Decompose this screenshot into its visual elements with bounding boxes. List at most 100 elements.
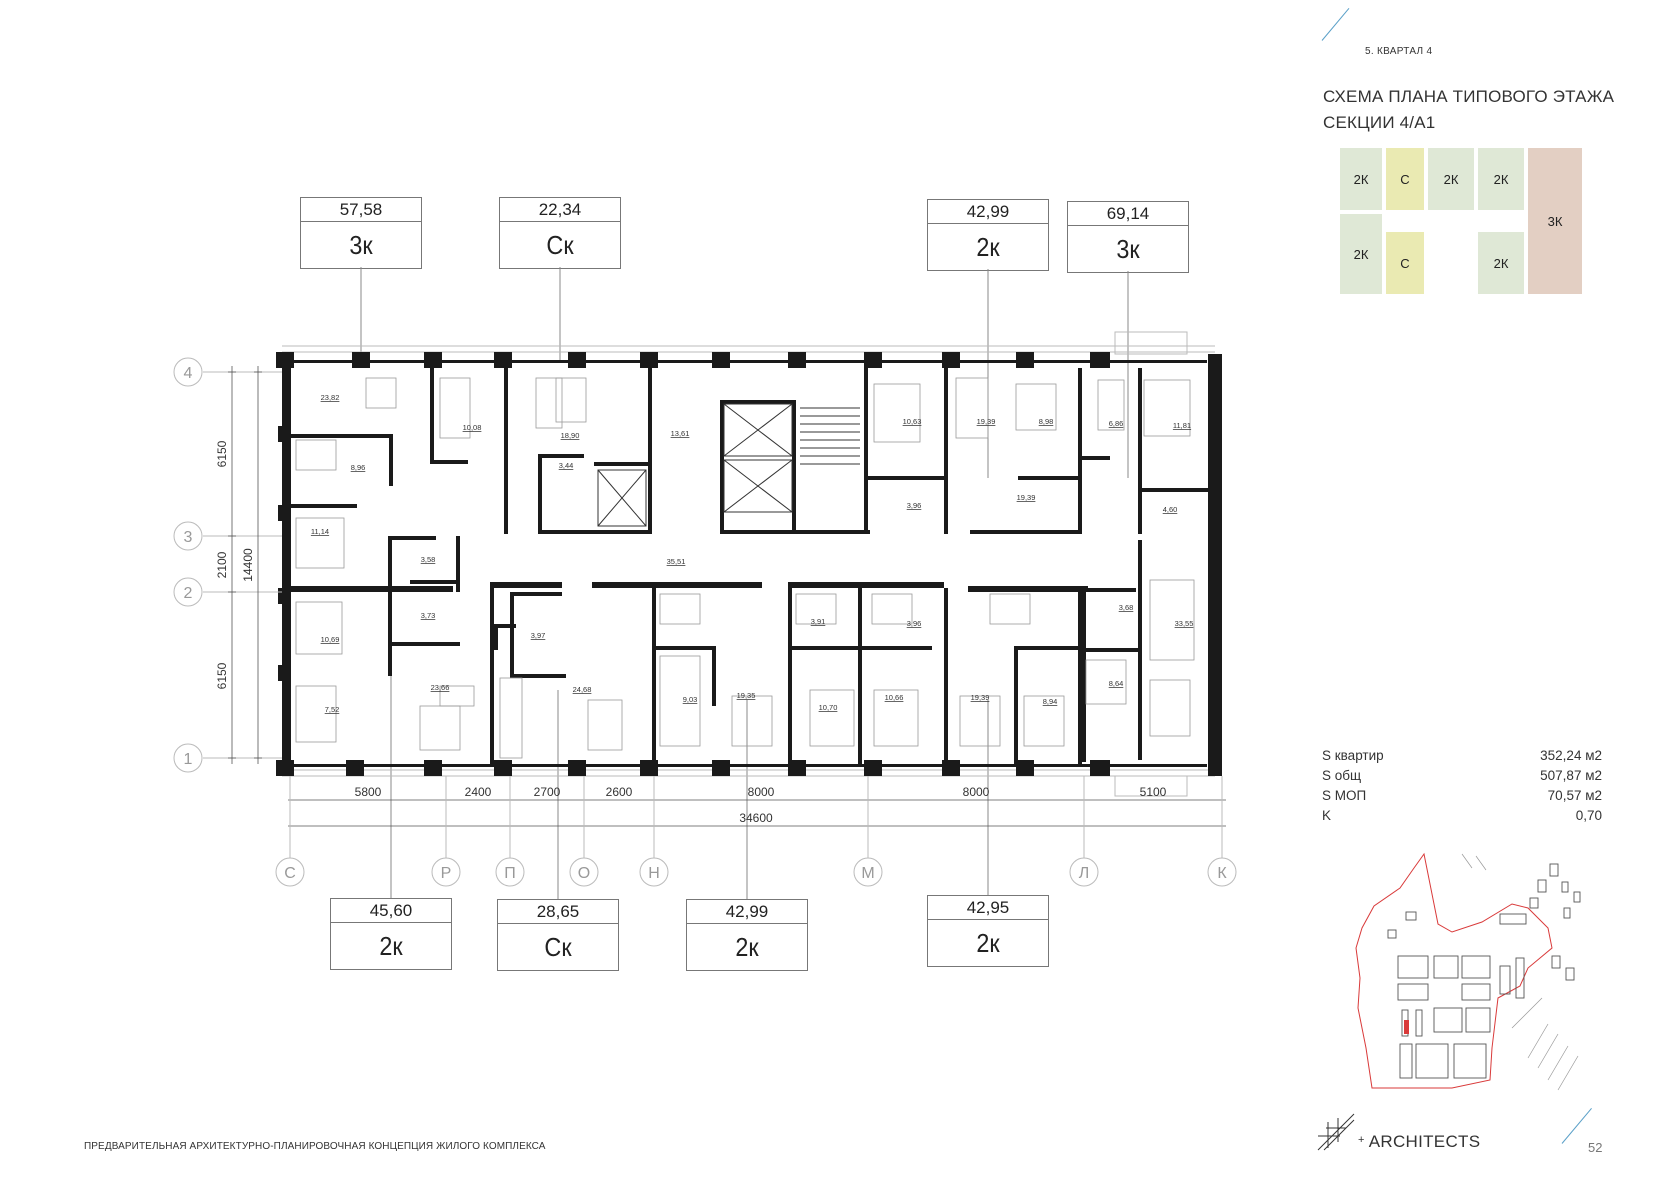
dimension-labels-left: 6150 2100 6150 14400 — [215, 440, 255, 689]
axis-label: 1 — [184, 751, 193, 768]
dimension-label: 6150 — [215, 662, 229, 689]
room-area: 35,51 — [667, 557, 686, 566]
apartment-area: 69,14 — [1068, 202, 1188, 226]
room-area: 11,14 — [311, 527, 329, 536]
room-area: 3,68 — [1119, 603, 1134, 612]
site-context-lines — [1461, 853, 1579, 1091]
apartment-type: 3к — [349, 230, 373, 260]
brand-name: ARCHITECTS — [1368, 1132, 1481, 1151]
apartment-type: 2к — [976, 928, 1000, 958]
dimension-label: 6150 — [215, 440, 229, 467]
axis-label: 3 — [184, 529, 193, 546]
apartment-area: 45,60 — [331, 899, 451, 923]
axis-label: Л — [1079, 865, 1090, 882]
dimension-label: 2400 — [465, 785, 492, 799]
apartment-area: 28,65 — [498, 900, 618, 924]
unit-key-cell: С — [1386, 232, 1424, 294]
current-section-highlight — [1404, 1020, 1409, 1034]
axis-label: К — [1217, 865, 1227, 882]
room-area: 3,44 — [559, 461, 574, 470]
dimension-label: 2700 — [534, 785, 561, 799]
site-plan-minimap — [1355, 852, 1581, 1091]
dimension-lines-left — [228, 366, 262, 764]
interior-walls — [287, 368, 1210, 764]
architects-logo-icon — [1317, 1113, 1355, 1151]
room-area: 8,94 — [1043, 697, 1058, 706]
columns — [276, 352, 1110, 776]
apartment-area: 42,99 — [928, 200, 1048, 224]
axis-labels-left: 4 3 2 1 — [184, 365, 193, 768]
section-number: 5. КВАРТАЛ 4 — [1365, 46, 1433, 57]
page-number: 52 — [1588, 1140, 1603, 1155]
apartment-area: 57,58 — [301, 198, 421, 222]
room-area: 19,39 — [1017, 493, 1036, 502]
room-area: 13,61 — [671, 429, 690, 438]
room-area: 19,35 — [737, 691, 756, 700]
room-area: 11,81 — [1173, 421, 1191, 430]
axis-label: О — [578, 865, 590, 882]
sheet-title: СХЕМА ПЛАНА ТИПОВОГО ЭТАЖА СЕКЦИИ 4/А1 — [1323, 84, 1663, 136]
dimension-label: 8000 — [748, 785, 775, 799]
grid-axes-bottom — [275, 776, 1237, 887]
room-area: 3,58 — [421, 555, 436, 564]
room-area: 18,90 — [561, 431, 580, 440]
apartment-type: 2к — [976, 232, 1000, 262]
unit-key-cell: 2К — [1478, 148, 1524, 210]
brand-logo: + ARCHITECTS — [1316, 1112, 1480, 1152]
outer-walls — [282, 354, 1222, 776]
stair-core — [597, 403, 860, 527]
room-area: 23,66 — [431, 683, 450, 692]
grid-axes-left — [173, 357, 282, 773]
unit-key-cell: 2К — [1340, 148, 1382, 210]
room-area: 8,96 — [351, 463, 366, 472]
room-area: 3,97 — [531, 631, 546, 640]
dimension-labels-bottom: 5800 2400 2700 2600 8000 8000 5100 34600 — [355, 785, 1167, 825]
room-area: 33,55 — [1175, 619, 1194, 628]
apartment-area: 22,34 — [500, 198, 620, 222]
room-area: 10,63 — [903, 417, 922, 426]
apartment-label: 45,60 2к — [330, 898, 452, 970]
unit-key-cell: 3К — [1528, 148, 1582, 294]
footer-caption: ПРЕДВАРИТЕЛЬНАЯ АРХИТЕКТУРНО-ПЛАНИРОВОЧН… — [84, 1141, 546, 1152]
axis-label: Р — [441, 865, 452, 882]
dimension-label: 2600 — [606, 785, 633, 799]
room-area: 9,03 — [683, 695, 698, 704]
room-area: 10,08 — [463, 423, 482, 432]
room-area: 3,96 — [907, 619, 922, 628]
unit-key-cell: 2К — [1428, 148, 1474, 210]
apartment-type: 3к — [1116, 234, 1140, 264]
room-area: 19,39 — [977, 417, 996, 426]
room-area: 3,96 — [907, 501, 922, 510]
room-area: 23,82 — [321, 393, 340, 402]
unit-key-diagram: 2К С 2К 2К 3К 2К С 2К — [1340, 148, 1590, 294]
apartment-label: 28,65 Ск — [497, 899, 619, 971]
furniture — [295, 377, 1195, 759]
axis-label: П — [504, 865, 516, 882]
axis-label: 4 — [184, 365, 193, 382]
unit-key-cell: С — [1386, 148, 1424, 210]
axis-label: Н — [648, 865, 660, 882]
apartment-label: 42,99 2к — [927, 199, 1049, 271]
dimension-label: 34600 — [739, 811, 773, 825]
room-area: 6,86 — [1109, 419, 1124, 428]
apartment-label: 69,14 3к — [1067, 201, 1189, 273]
apartment-label: 42,95 2к — [927, 895, 1049, 967]
axis-label: 2 — [184, 585, 193, 602]
apartment-type: Ск — [546, 230, 574, 260]
room-area: 8,98 — [1039, 417, 1054, 426]
room-area: 8,64 — [1109, 679, 1124, 688]
axis-label: С — [284, 865, 296, 882]
apartment-type: Ск — [544, 932, 572, 962]
site-boundary — [1355, 852, 1553, 1089]
dimension-label: 14400 — [241, 548, 255, 582]
apartment-label: 42,99 2к — [686, 899, 808, 971]
axis-labels-bottom: С Р П О Н М Л К — [284, 865, 1227, 882]
room-area: 3,73 — [421, 611, 436, 620]
axis-label: М — [861, 865, 874, 882]
room-area: 4,60 — [1163, 505, 1178, 514]
apartment-label: 22,34 Ск — [499, 197, 621, 269]
